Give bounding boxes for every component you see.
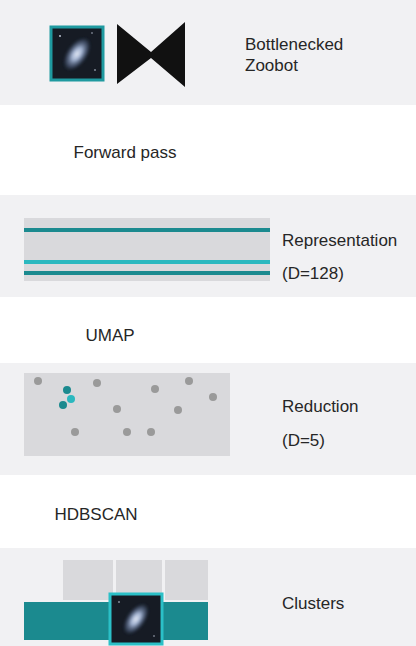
- representation-vector: [24, 218, 270, 281]
- step-band: Bottlenecked Zoobot: [0, 0, 416, 105]
- step-band: Reduction (D=5): [0, 363, 416, 475]
- step-operation: UMAP: [85, 325, 134, 346]
- step-band: Clusters: [0, 548, 416, 646]
- galaxy-image: [110, 594, 162, 644]
- step-title: Representation: [282, 230, 412, 251]
- step-title: Bottlenecked Zoobot: [245, 34, 370, 76]
- step-detail: (D=128): [282, 263, 412, 284]
- galaxy-image: [51, 27, 103, 80]
- step-title: Clusters: [282, 593, 412, 614]
- bottleneck-symbol: [117, 22, 185, 87]
- step-operation: Forward pass: [74, 142, 177, 163]
- reduced-scatter: [24, 373, 230, 456]
- step-operation: HDBSCAN: [54, 504, 137, 525]
- cluster-grid: [24, 560, 208, 644]
- step-title: Reduction: [282, 396, 412, 417]
- step-band: Representation (D=128): [0, 195, 416, 297]
- step-detail: (D=5): [282, 430, 412, 451]
